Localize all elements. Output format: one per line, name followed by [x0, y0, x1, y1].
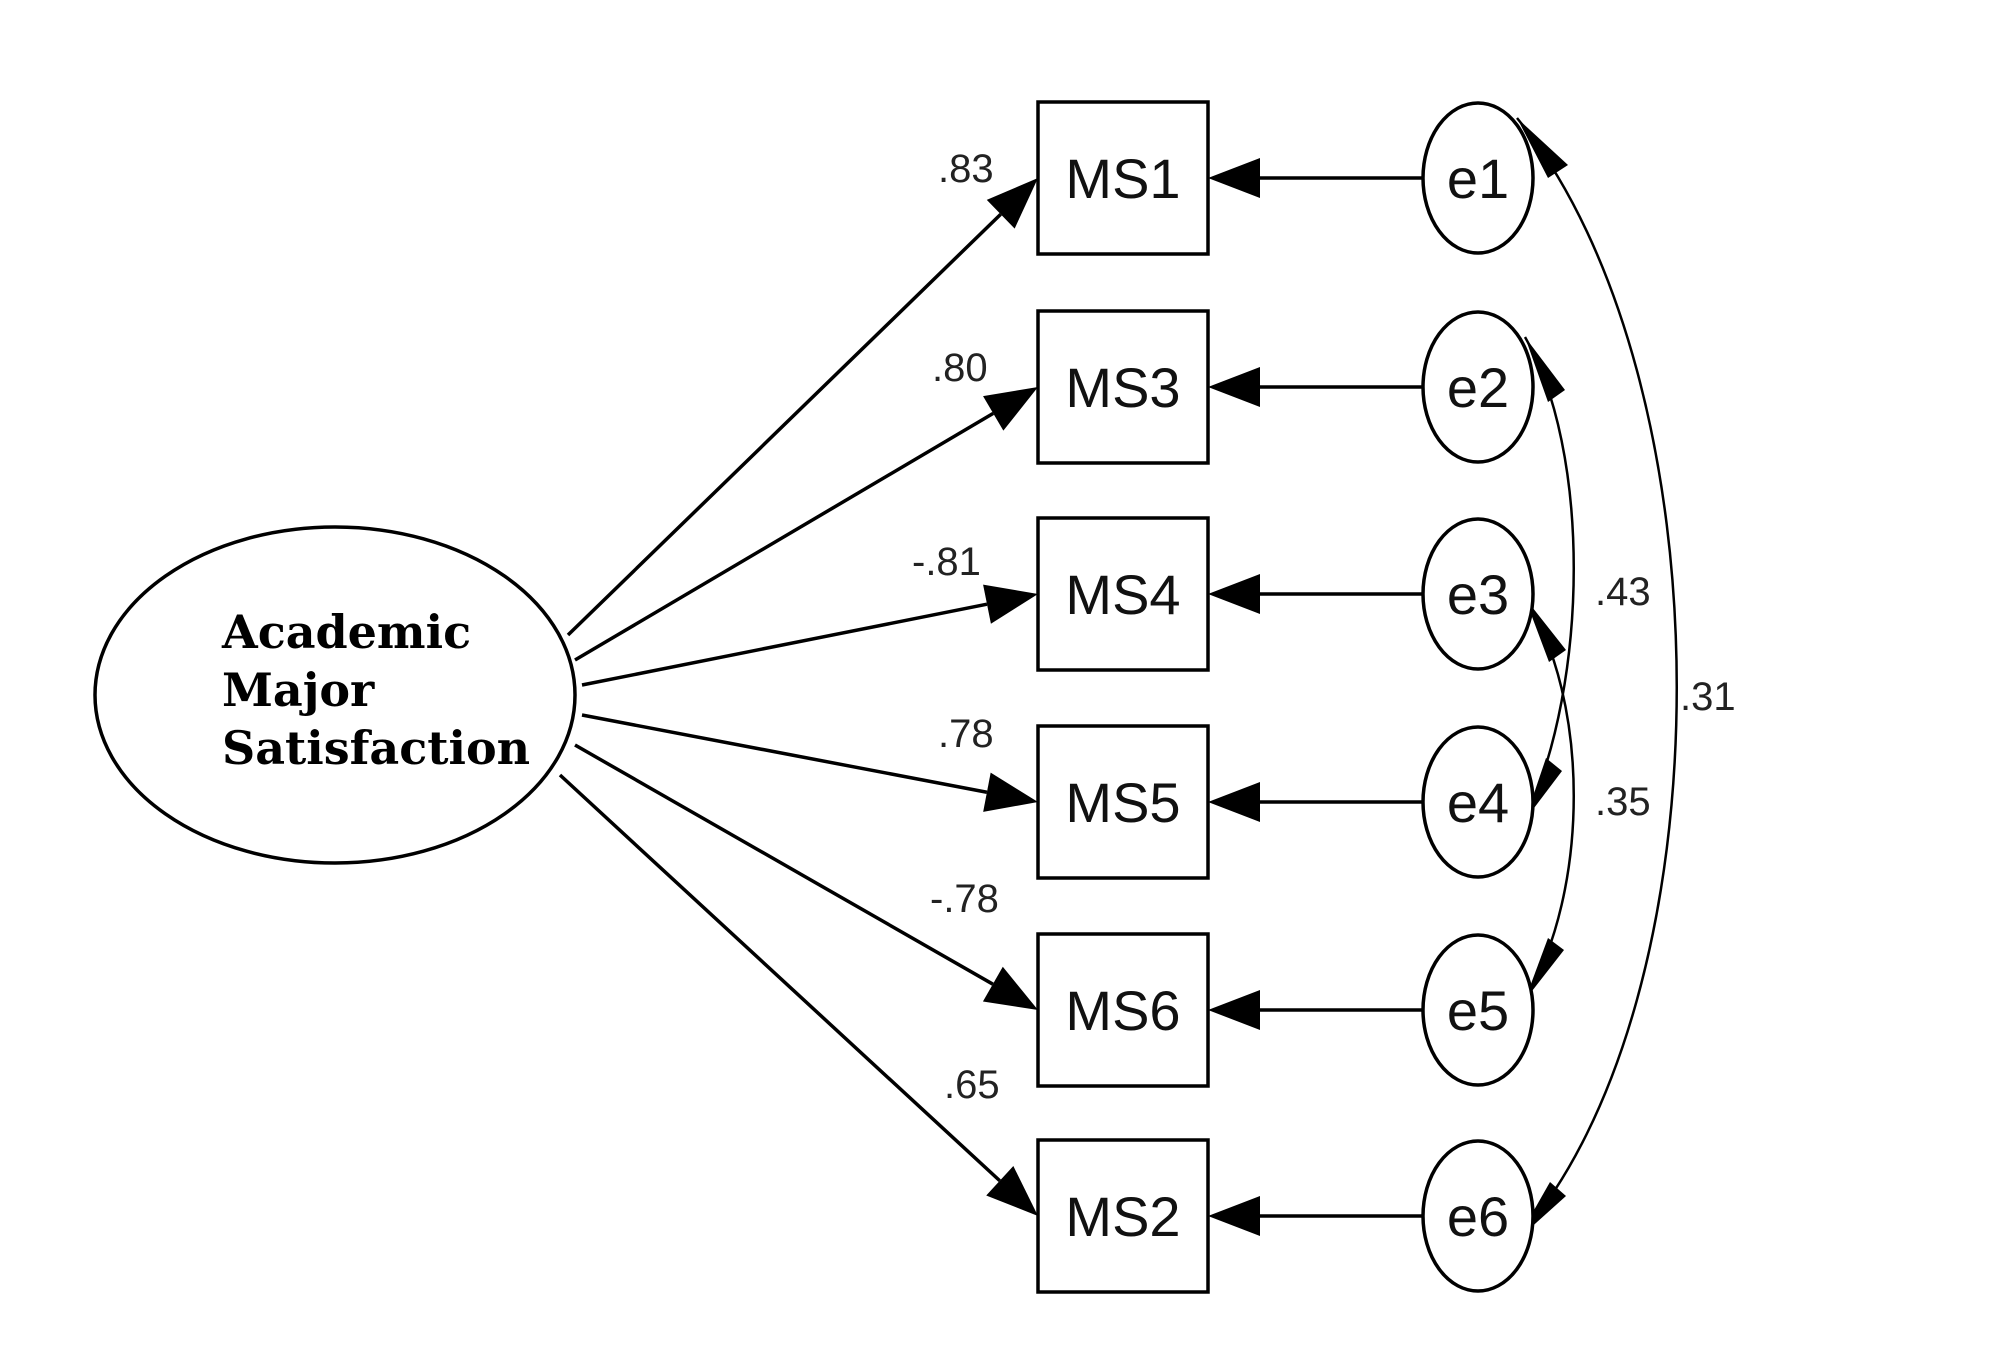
error-arrowhead-e3: [1208, 574, 1260, 614]
indicator-box-ms4: [1036, 516, 1210, 672]
error-arrowhead-e5: [1208, 990, 1260, 1030]
indicator-label-ms4: MS4: [1065, 563, 1180, 626]
loading-arrowhead-ms5: [983, 772, 1038, 812]
indicator-label-ms6: MS6: [1065, 979, 1180, 1042]
error-circle-e6: [1421, 1139, 1535, 1293]
error-label-e4: e4: [1447, 771, 1509, 834]
error-label-e3: e3: [1447, 563, 1509, 626]
latent-ellipse: [93, 525, 577, 865]
loading-label-ms2: .65: [944, 1063, 1000, 1107]
loading-path-ms1: [566, 212, 1002, 637]
latent-variable-node: Academic Major Satisfaction: [93, 525, 577, 865]
loading-arrowhead-ms4: [983, 584, 1038, 624]
covariance-label-e1-e6: .31: [1680, 675, 1736, 719]
latent-label-line-1: Academic: [221, 605, 471, 659]
latent-label-line-3: Satisfaction: [222, 721, 530, 775]
covariance-label-e2-e4: .43: [1595, 570, 1651, 614]
loading-arrowhead-ms3: [983, 387, 1038, 431]
error-arrowhead-e1: [1208, 158, 1260, 198]
error-circle-e1: [1421, 101, 1535, 255]
loading-arrowhead-ms1: [986, 178, 1038, 229]
loading-path-ms6: [574, 743, 994, 986]
indicator-label-ms1: MS1: [1065, 147, 1180, 210]
error-circle-e3: [1421, 517, 1535, 671]
indicator-box-ms1: [1036, 100, 1210, 256]
error-label-e2: e2: [1447, 356, 1509, 419]
loading-path-ms4: [581, 602, 988, 687]
loading-path-ms5: [581, 713, 988, 794]
error-arrowhead-e6: [1208, 1196, 1260, 1236]
covariance-paths: .43 .35 .31: [1516, 117, 1736, 1241]
error-circle-e2: [1421, 310, 1535, 464]
covariance-e1-e6-head-top: [1517, 118, 1568, 178]
loading-arrowhead-ms2: [986, 1166, 1038, 1216]
loading-label-ms1: .83: [938, 147, 994, 191]
error-arrowhead-e2: [1208, 367, 1260, 407]
loading-labels: .83 .80 -.81 .78 -.78 .65: [912, 147, 1000, 1107]
error-label-e6: e6: [1447, 1185, 1509, 1248]
loading-label-ms4: -.81: [912, 540, 981, 584]
loading-paths: [558, 178, 1038, 1216]
loading-label-ms6: -.78: [930, 877, 999, 921]
indicator-box-ms6: [1036, 932, 1210, 1088]
loading-label-ms5: .78: [938, 712, 994, 756]
error-label-e5: e5: [1447, 979, 1509, 1042]
error-circle-e4: [1421, 725, 1535, 879]
loading-path-ms2: [558, 773, 1001, 1183]
loading-path-ms3: [574, 411, 995, 662]
indicator-box-ms2: [1036, 1138, 1210, 1294]
covariance-e3-e5-head-top: [1525, 598, 1566, 662]
indicator-box-ms3: [1036, 309, 1210, 465]
loading-arrowhead-ms6: [982, 966, 1038, 1010]
error-arrowhead-e4: [1208, 782, 1260, 822]
error-circle-e5: [1421, 933, 1535, 1087]
indicator-label-ms3: MS3: [1065, 356, 1180, 419]
error-terms: e1 e2 e3 e4 e5 e6: [1421, 101, 1535, 1293]
error-paths: [1208, 158, 1423, 1236]
covariance-e3-e5-head-bottom: [1525, 938, 1564, 1000]
covariance-label-e3-e5: .35: [1595, 780, 1651, 824]
indicator-label-ms5: MS5: [1065, 771, 1180, 834]
indicator-box-ms5: [1036, 724, 1210, 880]
latent-label-line-2: Major: [222, 663, 375, 717]
covariance-e1-e6: [1516, 117, 1678, 1241]
covariance-e2-e4-head-top: [1525, 337, 1565, 402]
error-label-e1: e1: [1447, 147, 1509, 210]
loading-label-ms3: .80: [932, 346, 988, 390]
indicator-label-ms2: MS2: [1065, 1185, 1180, 1248]
